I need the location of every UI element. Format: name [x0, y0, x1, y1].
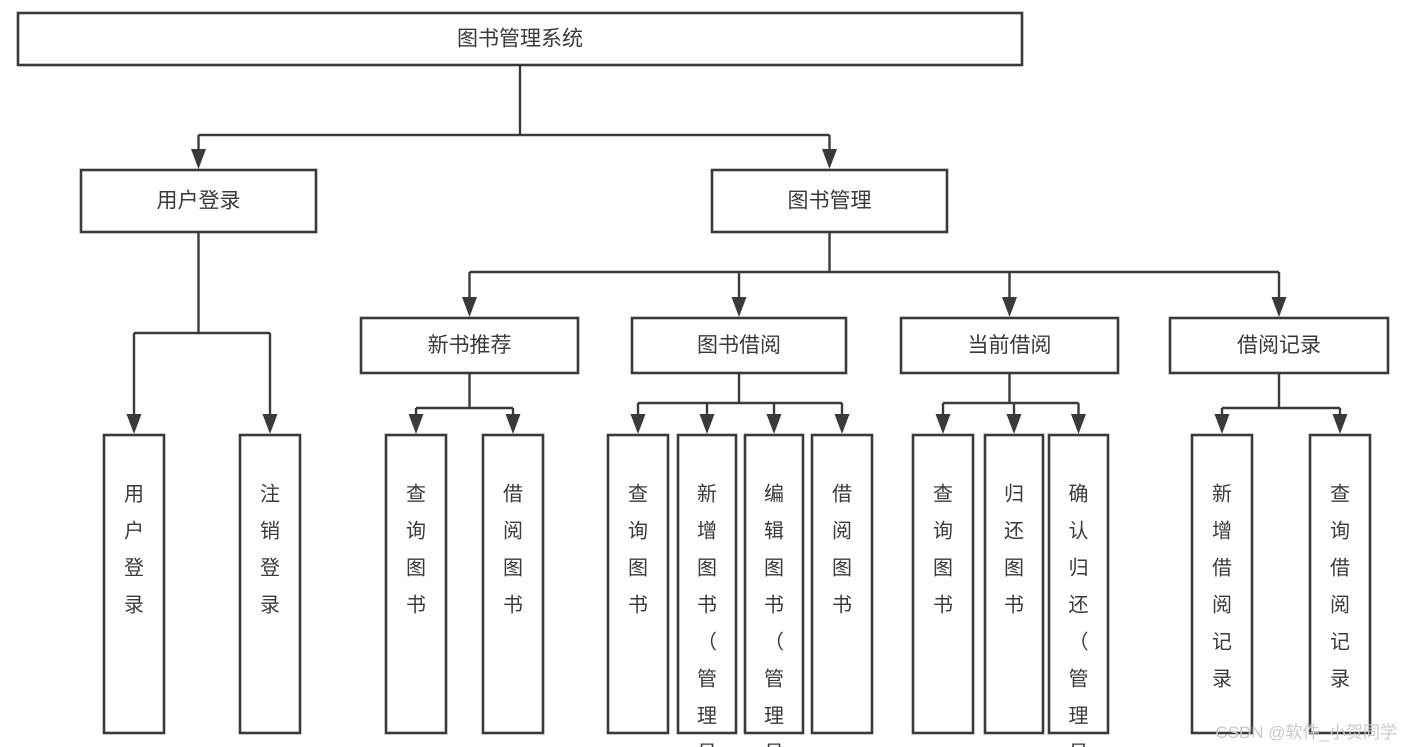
- node-leaf_3[interactable]: 借阅图书: [481, 433, 545, 735]
- arrow-head-icon: [935, 414, 951, 434]
- node-leaf_4[interactable]: 查询图书: [606, 433, 670, 735]
- node-label: 借阅图书: [503, 483, 523, 617]
- arrow-head-icon: [1332, 414, 1348, 434]
- arrow-head-icon: [699, 414, 715, 434]
- node-box[interactable]: [911, 433, 975, 735]
- node-leaf_0[interactable]: 用户登录: [102, 433, 166, 735]
- arrow-head-icon: [1002, 297, 1017, 317]
- node-label: 借阅图书: [832, 483, 852, 617]
- node-box[interactable]: [743, 433, 805, 735]
- arrow-head-icon: [731, 297, 747, 317]
- node-label: 确认归还（管理员）: [1069, 483, 1089, 747]
- node-leaf_12[interactable]: 查询借阅记录: [1308, 433, 1372, 735]
- node-box[interactable]: [359, 316, 580, 375]
- connector-group-l2_0: [126, 232, 278, 434]
- node-l2_0[interactable]: 用户登录: [79, 168, 318, 234]
- connector-group-root: [191, 65, 837, 169]
- node-label: 查询图书: [933, 483, 953, 617]
- connector-group-l3_2: [935, 373, 1086, 434]
- node-box[interactable]: [1190, 433, 1254, 735]
- node-label: 用户登录: [157, 190, 241, 213]
- arrow-head-icon: [1006, 414, 1022, 434]
- node-box[interactable]: [899, 316, 1120, 375]
- node-label: 新增借阅记录: [1212, 483, 1232, 691]
- connector-group-l3_1: [630, 373, 850, 434]
- node-label: 图书管理: [788, 190, 872, 213]
- arrow-head-icon: [1071, 414, 1086, 434]
- node-box[interactable]: [16, 11, 1024, 67]
- arrow-head-icon: [766, 414, 782, 434]
- node-label: 用户登录: [124, 484, 144, 617]
- node-box[interactable]: [102, 433, 166, 735]
- node-label: 图书借阅: [697, 334, 781, 357]
- arrow-head-icon: [126, 414, 142, 434]
- node-label: 注销登录: [260, 483, 280, 617]
- arrow-head-icon: [505, 414, 521, 434]
- node-box[interactable]: [630, 316, 848, 375]
- node-l3_1[interactable]: 图书借阅: [630, 316, 848, 375]
- node-box[interactable]: [384, 433, 448, 735]
- node-box[interactable]: [1168, 316, 1390, 375]
- node-label: 图书管理系统: [457, 28, 583, 51]
- arrow-head-icon: [1271, 297, 1287, 317]
- node-l2_1[interactable]: 图书管理: [710, 168, 949, 234]
- arrow-head-icon: [262, 414, 278, 434]
- connector-group-l2_1: [462, 232, 1287, 317]
- node-label: 新增图书（管理员）: [697, 483, 717, 747]
- node-label: 编辑图书（管理员）: [764, 483, 784, 747]
- node-label: 查询借阅记录: [1330, 483, 1350, 691]
- node-label: 当前借阅: [968, 334, 1052, 357]
- node-label: 查询图书: [406, 483, 426, 617]
- node-box[interactable]: [810, 433, 874, 735]
- arrow-head-icon: [630, 414, 646, 434]
- node-label: 借阅记录: [1237, 334, 1321, 357]
- connector-group-l3_3: [1214, 373, 1348, 434]
- arrow-head-icon: [834, 414, 850, 434]
- node-leaf_5[interactable]: 新增图书（管理员）: [676, 433, 738, 747]
- node-label: 查询图书: [628, 483, 648, 617]
- node-leaf_7[interactable]: 借阅图书: [810, 433, 874, 735]
- node-label: 新书推荐: [428, 334, 512, 357]
- connector-group-l3_0: [408, 373, 521, 434]
- node-leaf_1[interactable]: 注销登录: [238, 433, 302, 735]
- node-box[interactable]: [238, 433, 302, 735]
- arrow-head-icon: [462, 297, 477, 317]
- node-box[interactable]: [481, 433, 545, 735]
- node-l3_3[interactable]: 借阅记录: [1168, 316, 1390, 375]
- node-leaf_6[interactable]: 编辑图书（管理员）: [743, 433, 805, 747]
- node-box[interactable]: [1308, 433, 1372, 735]
- arrow-head-icon: [822, 149, 837, 169]
- node-box[interactable]: [1047, 433, 1110, 735]
- arrow-head-icon: [408, 414, 424, 434]
- arrow-head-icon: [191, 149, 206, 169]
- node-l3_2[interactable]: 当前借阅: [899, 316, 1120, 375]
- node-leaf_8[interactable]: 查询图书: [911, 433, 975, 735]
- node-leaf_2[interactable]: 查询图书: [384, 433, 448, 735]
- node-l3_0[interactable]: 新书推荐: [359, 316, 580, 375]
- node-label: 归还图书: [1004, 483, 1024, 617]
- node-box[interactable]: [983, 433, 1045, 735]
- arrow-head-icon: [1214, 414, 1230, 434]
- node-box[interactable]: [676, 433, 738, 735]
- node-root[interactable]: 图书管理系统: [16, 11, 1024, 67]
- node-box[interactable]: [79, 168, 318, 234]
- node-box[interactable]: [606, 433, 670, 735]
- node-box[interactable]: [710, 168, 949, 234]
- node-leaf_10[interactable]: 确认归还（管理员）: [1047, 433, 1110, 747]
- node-leaf_11[interactable]: 新增借阅记录: [1190, 433, 1254, 735]
- node-leaf_9[interactable]: 归还图书: [983, 433, 1045, 735]
